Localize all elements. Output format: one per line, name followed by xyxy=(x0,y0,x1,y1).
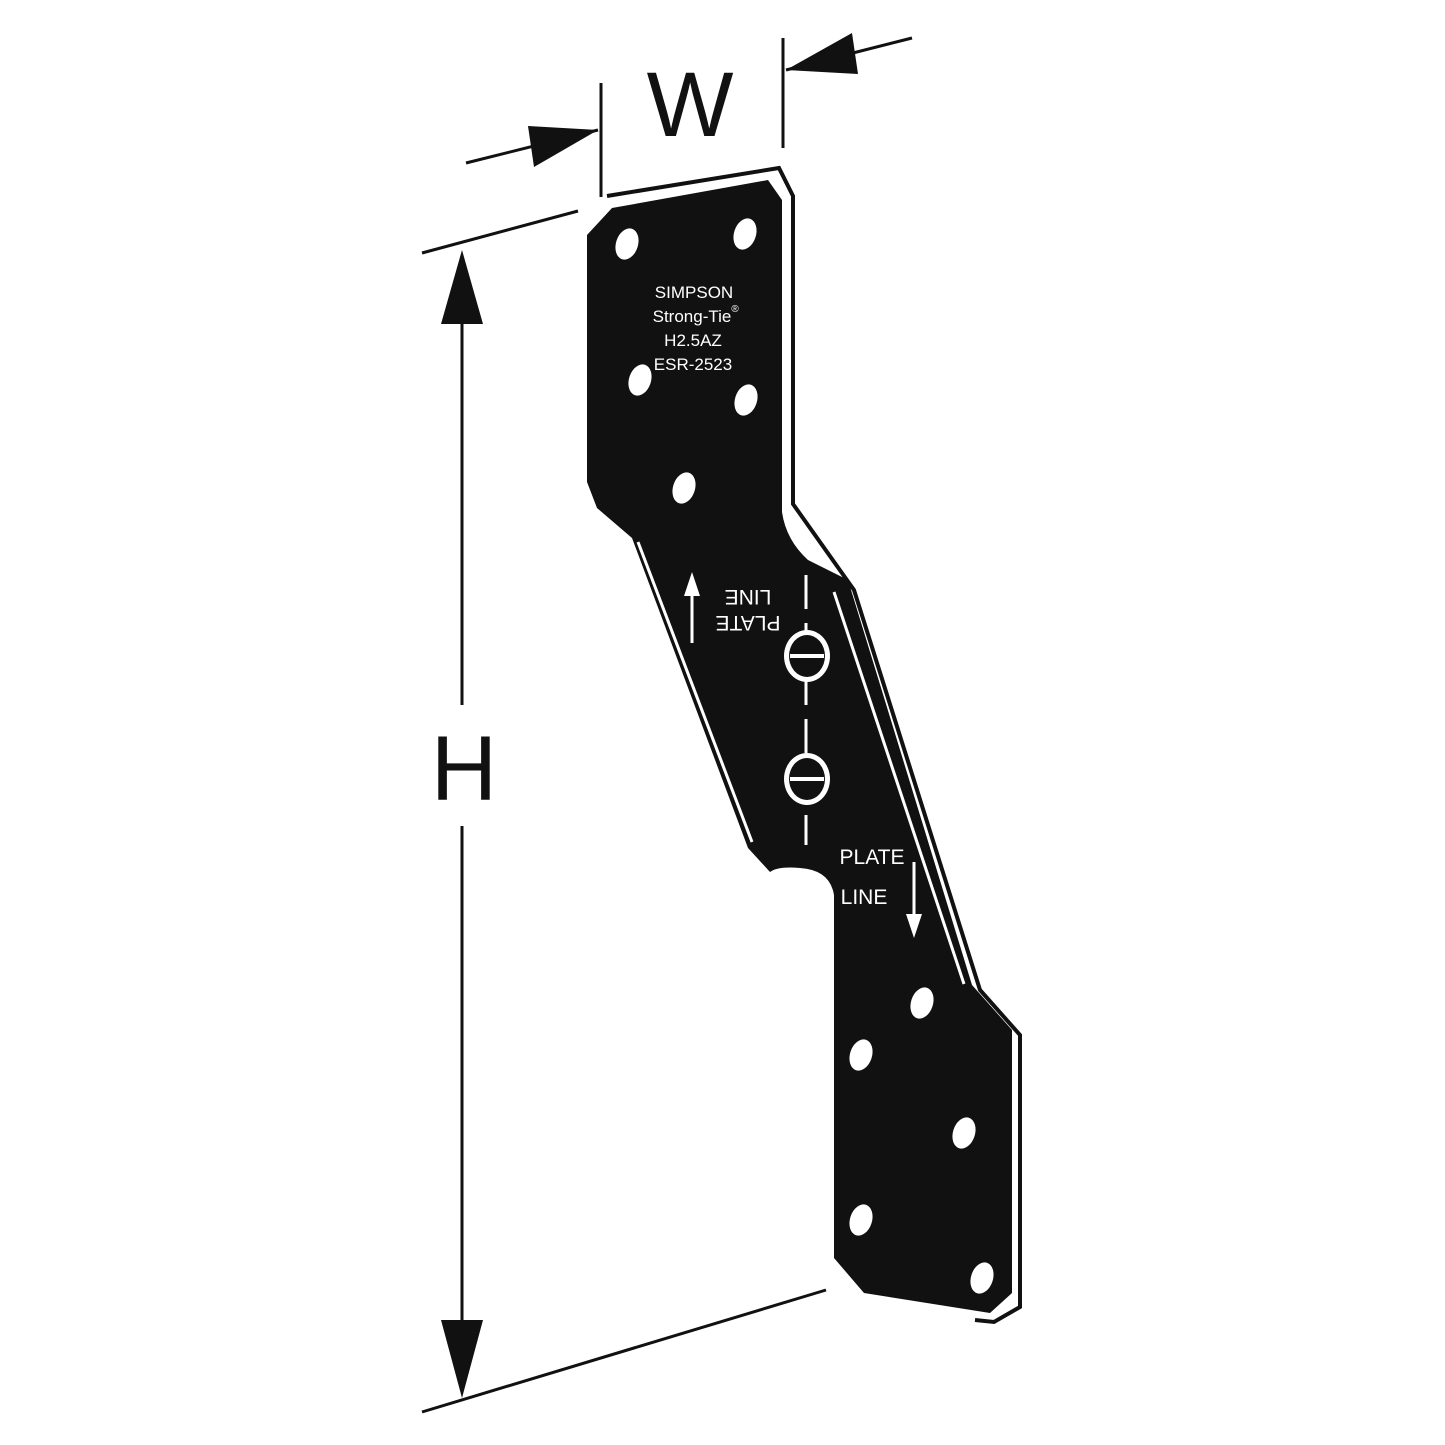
arrow-up-icon-head xyxy=(684,572,700,596)
tie-bend-highlight-right xyxy=(832,591,966,985)
tie-edge xyxy=(606,165,1022,1325)
slotted-hole xyxy=(784,753,830,805)
plate-line-upper-word-1: PLATE xyxy=(716,611,781,634)
nail-hole xyxy=(733,218,757,250)
nail-hole xyxy=(615,228,639,260)
hurricane-tie: SIMPSON Strong-Tie ® H2.5AZ ESR-2523 PLA… xyxy=(587,165,1022,1325)
manufacturer-stamp: SIMPSON Strong-Tie ® H2.5AZ ESR-2523 xyxy=(653,283,740,374)
nail-hole xyxy=(970,1262,994,1294)
stamp-line-4: ESR-2523 xyxy=(654,355,732,374)
plate-line-upper-word-2: LINE xyxy=(725,585,772,608)
stamp-line-3: H2.5AZ xyxy=(664,331,722,350)
plate-line-lower-word-2: LINE xyxy=(841,886,888,909)
stamp-line-2: Strong-Tie xyxy=(653,307,732,326)
plate-line-lower-word-1: PLATE xyxy=(840,846,905,869)
plate-line-upper: PLATE LINE xyxy=(684,572,780,643)
nail-hole xyxy=(910,987,934,1019)
nail-hole xyxy=(628,364,652,396)
width-arrowhead-left xyxy=(528,126,598,167)
arrow-down-icon-head xyxy=(906,914,922,938)
nail-hole xyxy=(672,472,696,504)
width-dimension: W xyxy=(465,33,913,197)
height-dimension: H xyxy=(421,209,827,1414)
tie-body xyxy=(587,180,1012,1313)
height-extension-line-top xyxy=(421,209,579,255)
nail-hole xyxy=(849,1204,873,1236)
stamp-line-1: SIMPSON xyxy=(655,283,733,302)
height-extension-line-bottom xyxy=(421,1288,827,1414)
nail-hole xyxy=(952,1117,976,1149)
height-arrowhead-top xyxy=(441,250,483,324)
height-label: H xyxy=(431,718,497,820)
nail-hole xyxy=(849,1039,873,1071)
registered-mark: ® xyxy=(731,304,739,315)
plate-line-lower: PLATE LINE xyxy=(840,846,922,938)
tie-bend-highlight-left xyxy=(636,541,754,843)
height-arrowhead-bottom xyxy=(441,1320,483,1398)
slotted-hole xyxy=(784,630,830,682)
width-label: W xyxy=(647,54,734,156)
nail-hole xyxy=(734,384,758,416)
width-arrowhead-right xyxy=(786,33,858,74)
